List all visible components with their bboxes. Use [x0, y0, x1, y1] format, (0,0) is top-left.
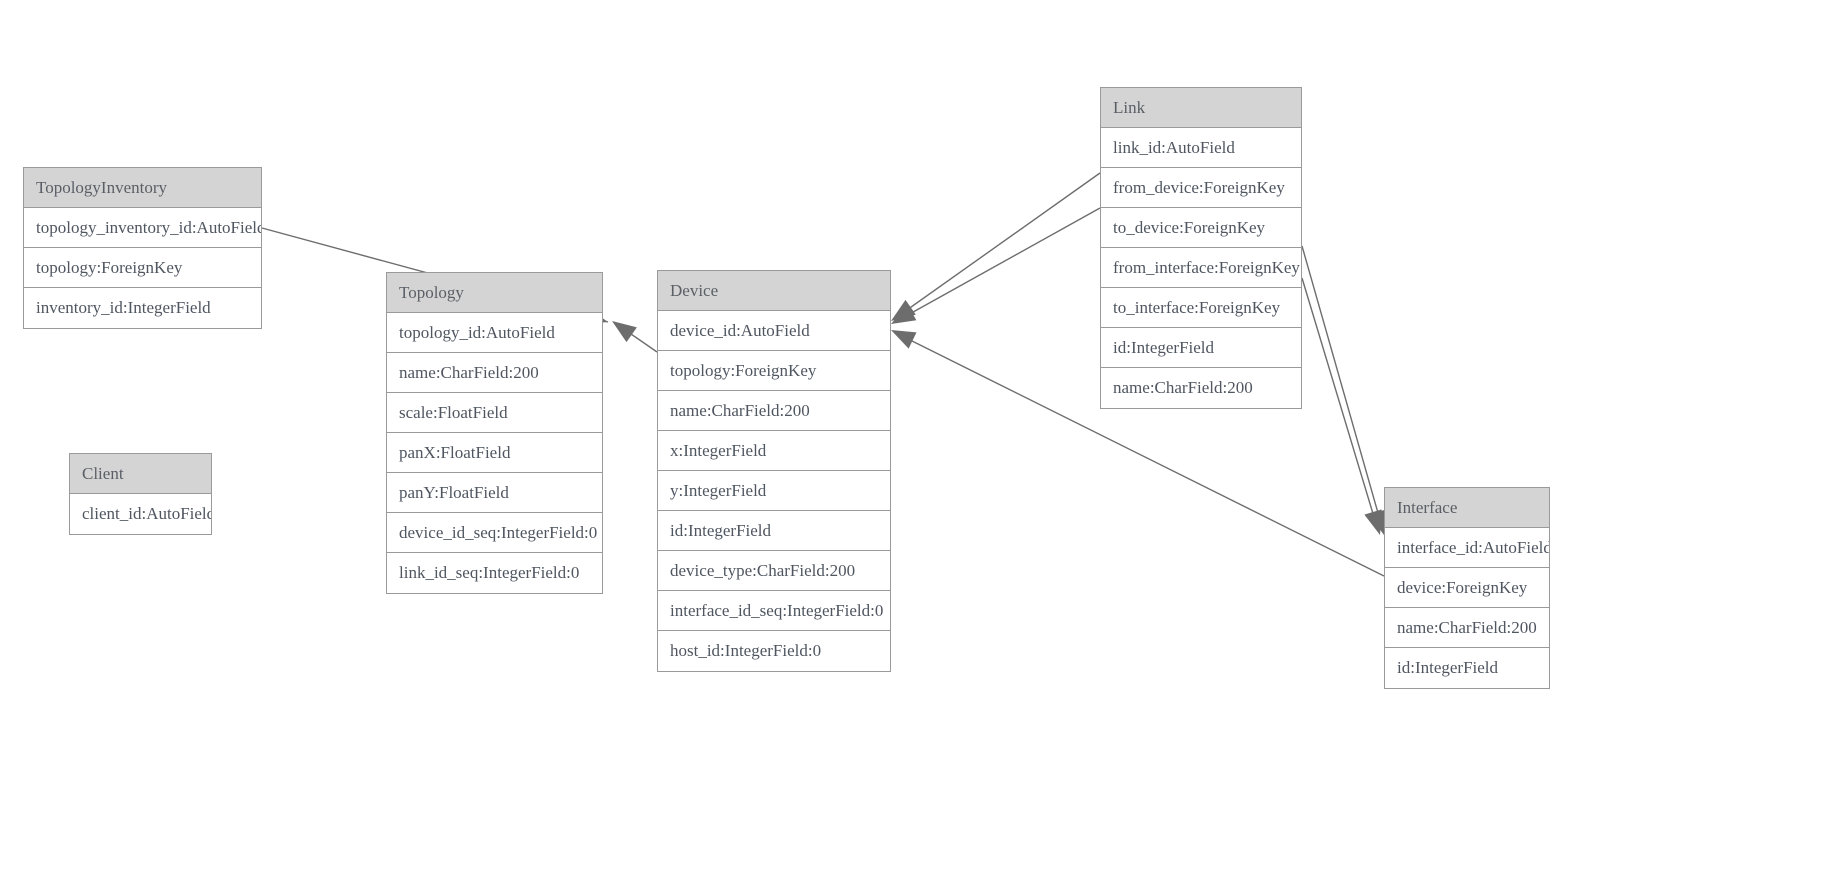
- entity-field-row: to_device:ForeignKey: [1101, 208, 1301, 248]
- entity-field-row: name:CharField:200: [1385, 608, 1549, 648]
- relationship-arrowhead: [891, 330, 917, 349]
- entity-field-row: name:CharField:200: [658, 391, 890, 431]
- rel-device-topology: [612, 321, 658, 353]
- entity-field-row: host_id:IntegerField:0: [658, 631, 890, 671]
- entity-title-topology: Topology: [387, 273, 602, 313]
- relationship-line: [1301, 277, 1378, 528]
- entity-title-interface: Interface: [1385, 488, 1549, 528]
- entity-field-row: link_id:AutoField: [1101, 128, 1301, 168]
- entity-field-row: inventory_id:IntegerField: [24, 288, 261, 328]
- entity-field-row: interface_id:AutoField: [1385, 528, 1549, 568]
- entity-field-row: device_id_seq:IntegerField:0: [387, 513, 602, 553]
- entity-field-row: x:IntegerField: [658, 431, 890, 471]
- entity-field-row: name:CharField:200: [387, 353, 602, 393]
- entity-field-row: name:CharField:200: [1101, 368, 1301, 408]
- entity-field-row: device:ForeignKey: [1385, 568, 1549, 608]
- relationship-arrowhead: [612, 321, 637, 343]
- relationship-arrowhead: [891, 304, 917, 324]
- relationship-line: [1301, 245, 1383, 528]
- entity-title-device: Device: [658, 271, 890, 311]
- rel-link-from-interface: [1301, 245, 1387, 535]
- rel-link-to-interface: [1301, 277, 1382, 535]
- entity-field-row: id:IntegerField: [1385, 648, 1549, 688]
- entity-field-row: device_type:CharField:200: [658, 551, 890, 591]
- entity-title-client: Client: [70, 454, 211, 494]
- entity-field-row: id:IntegerField: [1101, 328, 1301, 368]
- entity-field-row: link_id_seq:IntegerField:0: [387, 553, 602, 593]
- entity-field-row: device_id:AutoField: [658, 311, 890, 351]
- relationship-line: [617, 324, 658, 353]
- entity-field-row: from_interface:ForeignKey: [1101, 248, 1301, 288]
- rel-link-from-device: [891, 172, 1101, 321]
- relationship-line: [896, 207, 1101, 322]
- entity-field-row: from_device:ForeignKey: [1101, 168, 1301, 208]
- entity-title-link: Link: [1101, 88, 1301, 128]
- entity-field-row: y:IntegerField: [658, 471, 890, 511]
- entity-field-row: panX:FloatField: [387, 433, 602, 473]
- entity-field-row: panY:FloatField: [387, 473, 602, 513]
- entity-field-row: topology:ForeignKey: [658, 351, 890, 391]
- relationship-line: [896, 172, 1101, 318]
- rel-link-to-device: [891, 207, 1101, 324]
- entity-field-row: interface_id_seq:IntegerField:0: [658, 591, 890, 631]
- entity-title-topologyinventory: TopologyInventory: [24, 168, 261, 208]
- entity-field-row: scale:FloatField: [387, 393, 602, 433]
- entity-field-row: client_id:AutoField: [70, 494, 211, 534]
- entity-field-row: topology_id:AutoField: [387, 313, 602, 353]
- entity-field-row: to_interface:ForeignKey: [1101, 288, 1301, 328]
- entity-field-row: topology:ForeignKey: [24, 248, 261, 288]
- entity-field-row: id:IntegerField: [658, 511, 890, 551]
- entity-field-row: topology_inventory_id:AutoField: [24, 208, 261, 248]
